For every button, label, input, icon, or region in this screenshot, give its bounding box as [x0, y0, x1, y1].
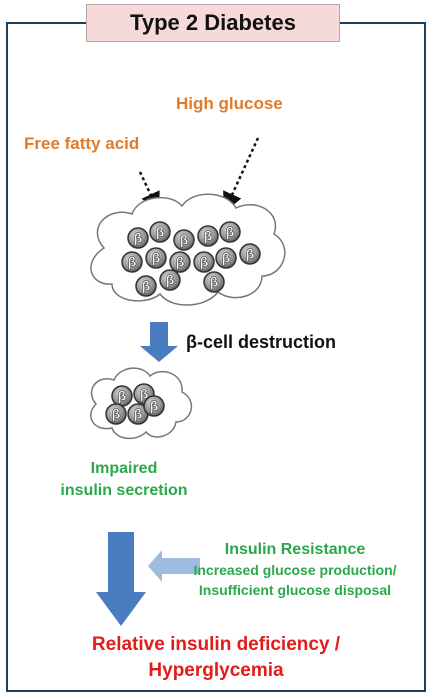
beta-cell [149, 221, 171, 243]
high-glucose-label: High glucose [176, 94, 283, 113]
beta-cell-label: β [199, 256, 208, 271]
diagram-title: Type 2 Diabetes [86, 4, 340, 42]
beta-cell-label: β [221, 252, 230, 267]
beta-cell-label: β [179, 234, 188, 249]
beta-cell-label: β [133, 408, 142, 423]
beta-cell [145, 247, 167, 269]
free-fatty-acid-arrow [138, 171, 160, 213]
beta-cell [215, 247, 237, 269]
beta-cell [127, 227, 149, 249]
beta-cell [239, 243, 261, 265]
beta-cell-label: β [141, 280, 150, 295]
beta-cell [143, 395, 165, 417]
beta-cell-label: β [139, 388, 148, 403]
high-glucose-arrow [223, 137, 260, 213]
outcome-line-2: Hyperglycemia [148, 660, 284, 681]
resistance-arrow [148, 550, 200, 582]
beta-cell [219, 221, 241, 243]
beta-cell [159, 269, 181, 291]
beta-cell-label: β [175, 256, 184, 271]
beta-cell-label: β [225, 226, 234, 241]
beta-cell [173, 229, 195, 251]
beta-cell-label: β [165, 274, 174, 289]
beta-cell-label: β [133, 232, 142, 247]
beta-cell-label: β [111, 408, 120, 423]
beta-cell [169, 251, 191, 273]
beta-cell [203, 271, 225, 293]
impaired-secretion-label: Impaired insulin secretion [54, 458, 194, 502]
beta-cell [135, 275, 157, 297]
beta-cell [105, 403, 127, 425]
outcome-label: Relative insulin deficiency / Hyperglyce… [8, 632, 424, 684]
beta-cell-label: β [155, 226, 164, 241]
beta-cell-label: β [151, 252, 160, 267]
free-fatty-acid-label: Free fatty acid [24, 134, 140, 153]
beta-cell-label: β [203, 230, 212, 245]
beta-cell-label: β [117, 390, 126, 405]
beta-cell-label: β [245, 248, 254, 263]
insulin-resistance-line-2: Insufficient glucose disposal [198, 582, 392, 598]
beta-cell-destruction-label: β-cell destruction [186, 332, 337, 352]
insulin-resistance-heading: Insulin Resistance [224, 541, 366, 558]
impaired-line-2: insulin secretion [60, 482, 188, 499]
insulin-resistance-line-1: Increased glucose production/ [193, 562, 397, 578]
beta-cell-label: β [149, 400, 158, 415]
beta-cell-label: β [209, 276, 218, 291]
beta-cell [121, 251, 143, 273]
beta-cell-label: β [127, 256, 136, 271]
outcome-arrow [96, 532, 146, 626]
beta-cell [193, 251, 215, 273]
impaired-line-1: Impaired [90, 460, 158, 477]
outcome-line-1: Relative insulin deficiency / [91, 634, 341, 655]
destruction-arrow [140, 322, 178, 362]
insulin-resistance-block: Insulin Resistance Increased glucose pro… [160, 540, 430, 600]
beta-cell [197, 225, 219, 247]
